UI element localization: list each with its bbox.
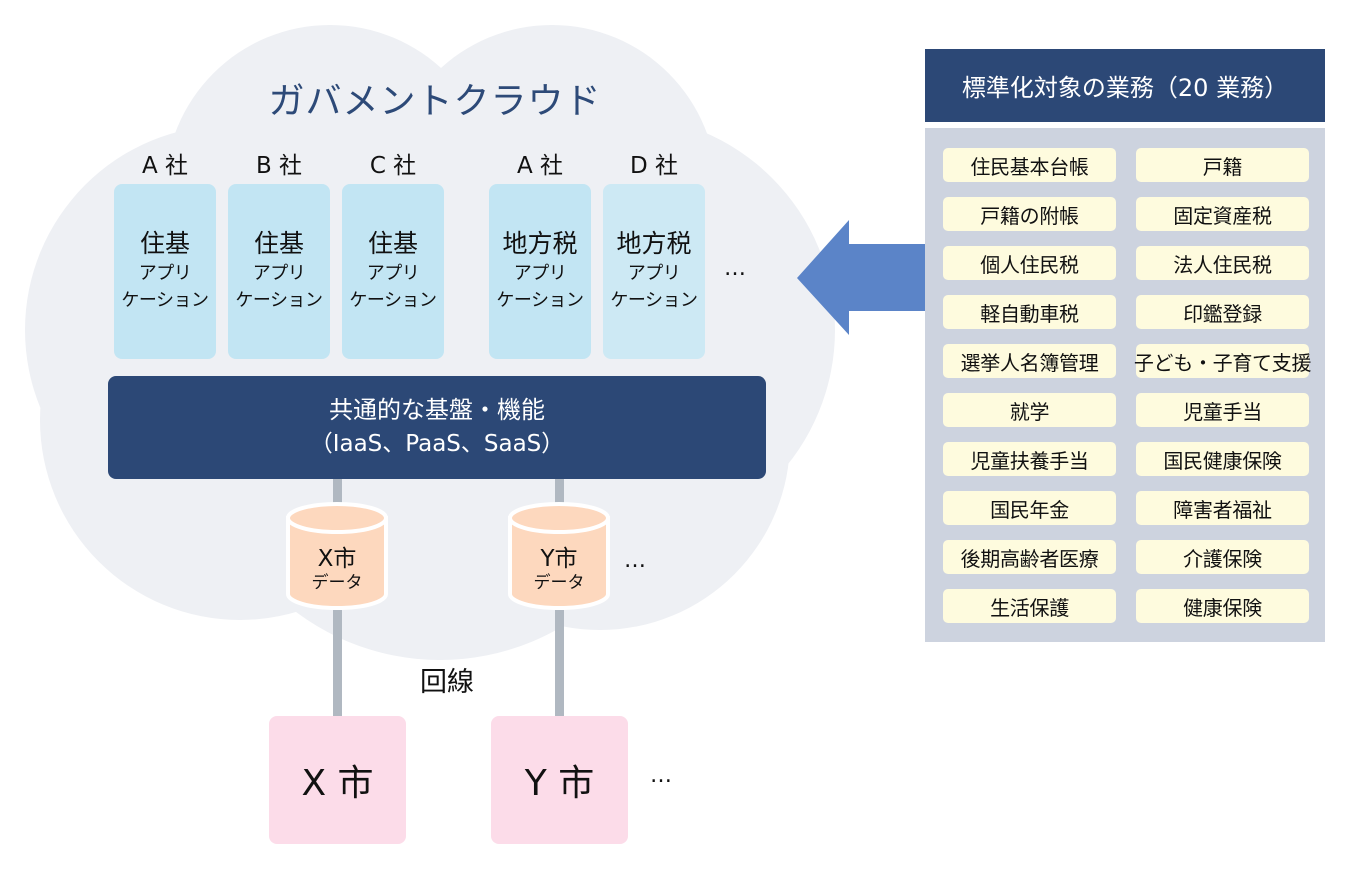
company-label: B 社: [255, 153, 303, 179]
app-sub: ケーション: [610, 290, 698, 311]
app-box: 地方税 アプリ ケーション: [489, 184, 591, 359]
connector-y-line: [555, 605, 564, 717]
company-label: A 社: [141, 153, 189, 179]
database-sub: データ: [533, 573, 585, 593]
business-item: 固定資産税: [1136, 197, 1309, 231]
common-platform: 共通的な基盤・機能 （IaaS、PaaS、SaaS）: [108, 376, 766, 479]
panel-header: 標準化対象の業務（20 業務）: [925, 49, 1325, 122]
connector-y-top: [555, 475, 564, 515]
business-item: 生活保護: [943, 589, 1116, 623]
database-y-icon: [508, 502, 610, 610]
app-sub: ケーション: [121, 290, 209, 311]
city-box-y: Y 市: [491, 716, 628, 844]
arrow-left-icon: [797, 220, 926, 335]
app-sub: アプリ: [513, 263, 567, 284]
app-sub: ケーション: [349, 290, 437, 311]
business-item: 個人住民税: [943, 246, 1116, 280]
business-item: 子ども・子育て支援: [1134, 344, 1311, 378]
business-item: 国民健康保険: [1136, 442, 1309, 476]
business-item: 児童扶養手当: [943, 442, 1116, 476]
business-item: 戸籍: [1136, 148, 1309, 182]
city-name: Y 市: [524, 763, 595, 804]
app-box: 地方税 アプリ ケーション: [603, 184, 705, 359]
databases-more-ellipsis: …: [624, 548, 647, 573]
app-sub: アプリ: [627, 263, 681, 284]
platform-title: 共通的な基盤・機能: [329, 396, 545, 424]
company-label: C 社: [369, 153, 417, 179]
app-sub: ケーション: [235, 290, 323, 311]
business-item: 法人住民税: [1136, 246, 1309, 280]
business-item: 健康保険: [1136, 589, 1309, 623]
business-item: 介護保険: [1136, 540, 1309, 574]
business-item: 児童手当: [1136, 393, 1309, 427]
database-sub: データ: [311, 573, 363, 593]
company-label: D 社: [629, 153, 679, 179]
database-name: Y市: [540, 546, 578, 572]
app-sub: アプリ: [138, 263, 192, 284]
connector-x-top: [333, 475, 342, 515]
business-item: 選挙人名簿管理: [943, 344, 1116, 378]
business-item: 住民基本台帳: [943, 148, 1116, 182]
business-item: 後期高齢者医療: [943, 540, 1116, 574]
app-box: 住基 アプリ ケーション: [228, 184, 330, 359]
city-name: X 市: [301, 763, 374, 804]
database-x-label: X市 データ: [286, 546, 388, 594]
city-box-x: X 市: [269, 716, 406, 844]
app-box: 住基 アプリ ケーション: [342, 184, 444, 359]
app-sub: ケーション: [496, 290, 584, 311]
business-item: 印鑑登録: [1136, 295, 1309, 329]
app-sub: アプリ: [252, 263, 306, 284]
panel-title: 標準化対象の業務（20 業務）: [961, 74, 1289, 102]
app-sub: アプリ: [366, 263, 420, 284]
apps-more-ellipsis: …: [724, 256, 747, 281]
business-item: 軽自動車税: [943, 295, 1116, 329]
business-item: 就学: [943, 393, 1116, 427]
company-label: A 社: [516, 153, 564, 179]
platform-subtitle: （IaaS、PaaS、SaaS）: [309, 431, 565, 457]
business-item: 障害者福祉: [1136, 491, 1309, 525]
app-name: 地方税: [616, 229, 692, 258]
app-box: 住基 アプリ ケーション: [114, 184, 216, 359]
database-name: X市: [317, 546, 357, 572]
database-x-icon: [286, 502, 388, 610]
app-name: 住基: [253, 229, 304, 258]
connector-x-line: [333, 605, 342, 717]
business-item: 国民年金: [943, 491, 1116, 525]
cloud-title: ガバメントクラウド: [268, 81, 602, 122]
app-name: 住基: [139, 229, 190, 258]
network-line-label: 回線: [420, 667, 474, 698]
app-name: 住基: [367, 229, 418, 258]
business-item: 戸籍の附帳: [943, 197, 1116, 231]
database-y-label: Y市 データ: [508, 546, 610, 594]
app-name: 地方税: [502, 229, 578, 258]
cities-more-ellipsis: …: [650, 763, 673, 788]
